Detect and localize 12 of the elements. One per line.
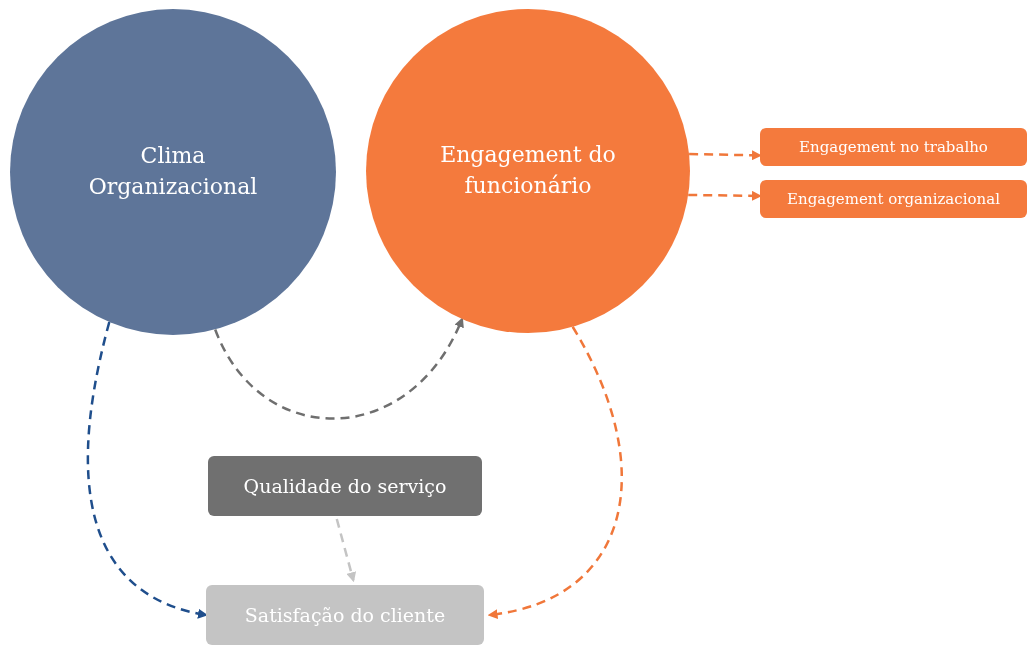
dashed-arrow: [214, 317, 464, 420]
process-box: Qualidade do serviço: [208, 456, 482, 516]
process-box: Satisfação do cliente: [206, 585, 484, 645]
outcome-box: Engagement no trabalho: [760, 128, 1027, 166]
dashed-arrow: [86, 321, 208, 619]
dashed-arrow: [688, 190, 762, 201]
concept-circle: Clima Organizacional: [10, 9, 336, 335]
dashed-arrow: [689, 150, 762, 161]
dashed-arrow: [487, 326, 623, 619]
dashed-arrow: [335, 518, 357, 583]
concept-circle: Engagement do funcionário: [366, 9, 690, 333]
outcome-box: Engagement organizacional: [760, 180, 1027, 218]
